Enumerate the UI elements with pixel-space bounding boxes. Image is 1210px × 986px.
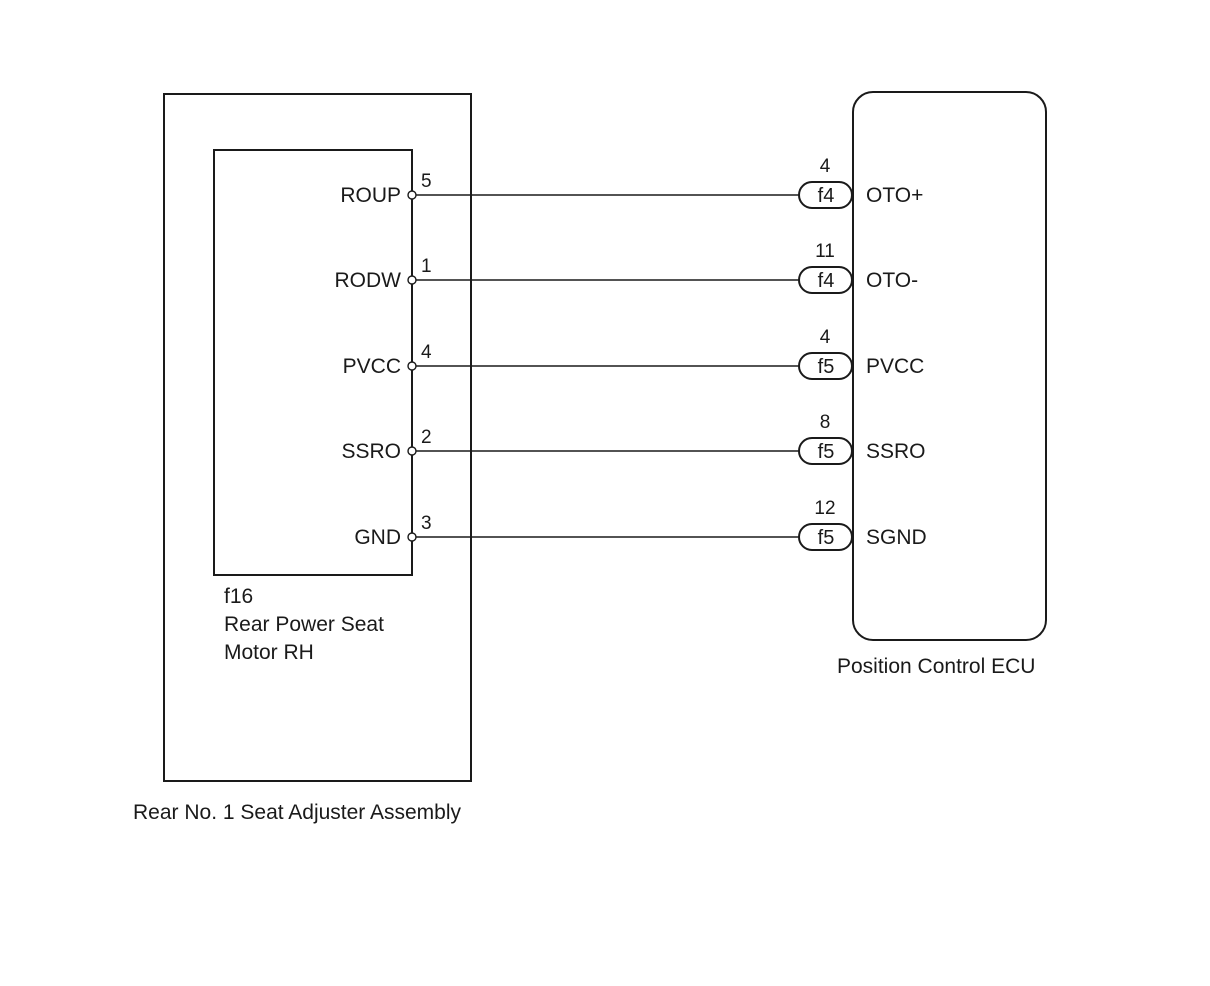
ecu-terminal-label: SSRO xyxy=(866,440,926,463)
ecu-title: Position Control ECU xyxy=(837,655,1035,678)
motor-terminal-point xyxy=(407,361,417,371)
motor-pin-number: 2 xyxy=(421,427,432,448)
connector-shape xyxy=(798,437,853,465)
ecu-pin-number: 11 xyxy=(815,241,835,262)
motor-terminal-point xyxy=(407,190,417,200)
connector-code: f4 xyxy=(818,185,835,207)
ecu-pin-number: 8 xyxy=(820,412,831,433)
connector-shape xyxy=(798,523,853,551)
ecu-pin-number: 4 xyxy=(820,156,831,177)
motor-pin-number: 1 xyxy=(421,256,432,277)
connector-code: f5 xyxy=(818,527,835,549)
connector-shape xyxy=(798,181,853,209)
motor-name-line2: Motor RH xyxy=(224,641,314,664)
motor-terminal-point xyxy=(407,275,417,285)
motor-terminal-label: ROUP xyxy=(340,184,401,207)
ecu-terminal-label: OTO+ xyxy=(866,184,923,207)
motor-pin-number: 5 xyxy=(421,171,432,192)
connector-code: f5 xyxy=(818,441,835,463)
adjuster-assembly-title: Rear No. 1 Seat Adjuster Assembly xyxy=(133,801,461,824)
circuit-row: SSRO 2 f5 8 SSRO xyxy=(341,412,926,465)
connector-shape xyxy=(798,266,853,294)
circuit-row: GND 3 f5 12 SGND xyxy=(354,498,927,551)
motor-terminal-label: SSRO xyxy=(341,440,401,463)
connector-shape xyxy=(798,352,853,380)
circuit-row: RODW 1 f4 11 OTO- xyxy=(335,241,918,294)
motor-terminal-point xyxy=(407,532,417,542)
ecu-terminal-label: OTO- xyxy=(866,269,918,292)
motor-terminal-label: RODW xyxy=(335,269,402,292)
connector-code: f5 xyxy=(818,356,835,378)
motor-terminal-label: GND xyxy=(354,526,401,549)
motor-terminal-point xyxy=(407,446,417,456)
connector-code: f4 xyxy=(818,270,835,292)
circuit-row: ROUP 5 f4 4 OTO+ xyxy=(340,156,923,209)
ecu-terminal-label: PVCC xyxy=(866,355,924,378)
motor-pin-number: 3 xyxy=(421,513,432,534)
ecu-terminal-label: SGND xyxy=(866,526,927,549)
ecu-pin-number: 4 xyxy=(820,327,831,348)
motor-terminal-label: PVCC xyxy=(343,355,401,378)
motor-pin-number: 4 xyxy=(421,342,432,363)
adjuster-assembly-box xyxy=(163,93,472,782)
motor-name-line1: Rear Power Seat xyxy=(224,613,384,636)
ecu-pin-number: 12 xyxy=(814,498,835,519)
motor-code: f16 xyxy=(224,585,253,608)
circuit-row: PVCC 4 f5 4 PVCC xyxy=(343,327,924,380)
